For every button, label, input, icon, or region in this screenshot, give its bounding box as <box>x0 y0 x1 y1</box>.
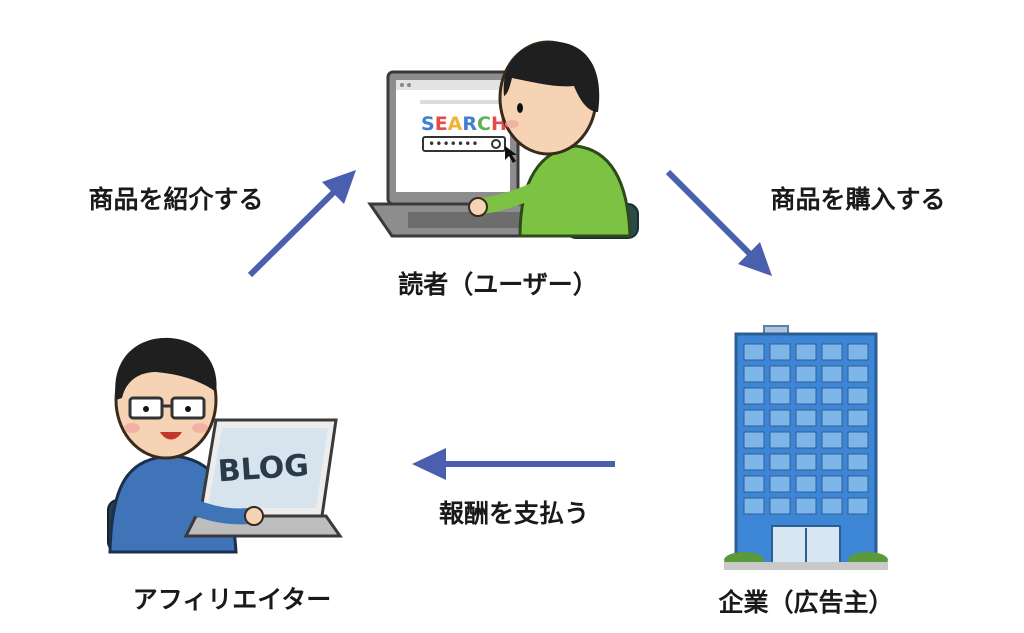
affiliate-illustration: BLOG <box>107 337 343 554</box>
arrow-introduce <box>247 170 356 278</box>
search-icon <box>491 139 501 149</box>
svg-text:•••••••: ••••••• <box>428 137 479 151</box>
node-label-reader: 読者（ユーザー） <box>398 270 598 299</box>
arrow-purchase <box>665 169 772 276</box>
edge-label-reward: 報酬を支払う <box>439 499 589 528</box>
arrow-reward <box>412 448 615 480</box>
building-icon <box>724 325 888 570</box>
edge-label-introduce: 商品を紹介する <box>88 185 263 214</box>
edge-label-purchase: 商品を購入する <box>770 185 945 214</box>
search-screen-text: SEARCH <box>421 113 507 135</box>
node-label-affiliate: アフィリエイター <box>133 585 332 614</box>
node-label-company: 企業（広告主） <box>718 588 893 617</box>
blog-screen-text: BLOG <box>217 448 310 489</box>
cursor-icon <box>505 146 517 163</box>
reader-illustration: SEARCH ••••••• <box>367 40 639 239</box>
